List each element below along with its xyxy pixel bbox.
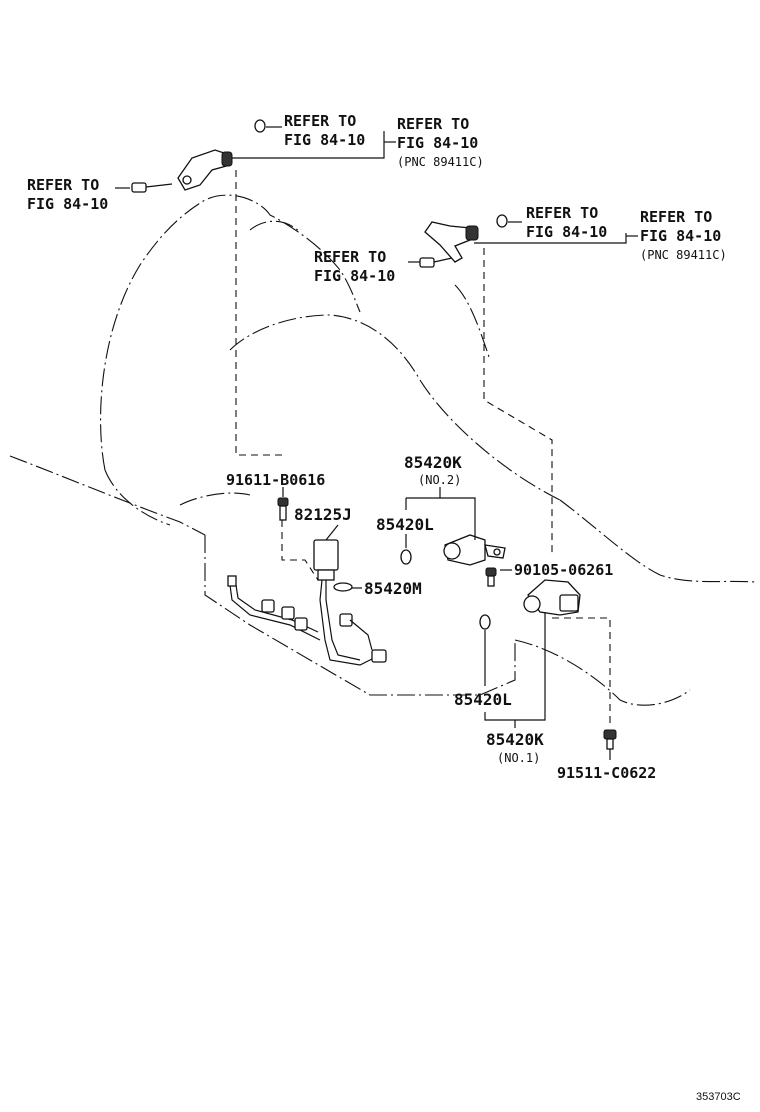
wire-harness — [227, 539, 387, 666]
ref6-line1: REFER TO — [640, 208, 712, 226]
o-ring-85420m — [333, 582, 353, 592]
ref1-line2: FIG 84-10 — [284, 131, 365, 149]
figure-id: 353703C — [696, 1091, 741, 1103]
ref1-line1: REFER TO — [284, 112, 356, 130]
speed-sensor-right — [419, 214, 508, 268]
ref2-line3: (PNC 89411C) — [397, 155, 484, 169]
reference-brackets — [115, 126, 638, 263]
ref6-line3: (PNC 89411C) — [640, 248, 727, 262]
part-number-labels: 91611-B0616 82125J 85420M 85420K (NO.2) … — [226, 453, 656, 782]
ref3-line1: REFER TO — [27, 176, 99, 194]
ref2-line2: FIG 84-10 — [397, 134, 478, 152]
reference-labels: REFER TO FIG 84-10 REFER TO FIG 84-10 (P… — [27, 112, 727, 285]
ref5-line1: REFER TO — [314, 248, 386, 266]
ref3-line2: FIG 84-10 — [27, 195, 108, 213]
part-85420l-bottom: 85420L — [454, 690, 512, 709]
part-leaders — [282, 487, 546, 728]
bolt-91611 — [277, 497, 289, 521]
solenoid-no2 — [400, 534, 506, 566]
part-91511: 91511-C0622 — [557, 764, 656, 782]
ref2-line1: REFER TO — [397, 115, 469, 133]
part-91611: 91611-B0616 — [226, 471, 325, 489]
part-85420l-top: 85420L — [376, 515, 434, 534]
solenoid-no1 — [479, 579, 581, 630]
transmission-outline — [9, 194, 756, 706]
part-85420k-no2: 85420K — [404, 453, 462, 472]
dashed-leaders — [235, 170, 611, 728]
label-no1: (NO.1) — [497, 751, 540, 765]
speed-sensor-left — [131, 119, 266, 193]
part-85420k-no1: 85420K — [486, 730, 544, 749]
part-82125j: 82125J — [294, 505, 352, 524]
ref5-line2: FIG 84-10 — [314, 267, 395, 285]
ref4-line2: FIG 84-10 — [526, 223, 607, 241]
part-85420m: 85420M — [364, 579, 422, 598]
ref4-line1: REFER TO — [526, 204, 598, 222]
bolt-90105 — [485, 567, 497, 587]
ref6-line2: FIG 84-10 — [640, 227, 721, 245]
label-no2: (NO.2) — [418, 473, 461, 487]
part-90105: 90105-06261 — [514, 561, 613, 579]
bolt-91511 — [603, 729, 617, 760]
